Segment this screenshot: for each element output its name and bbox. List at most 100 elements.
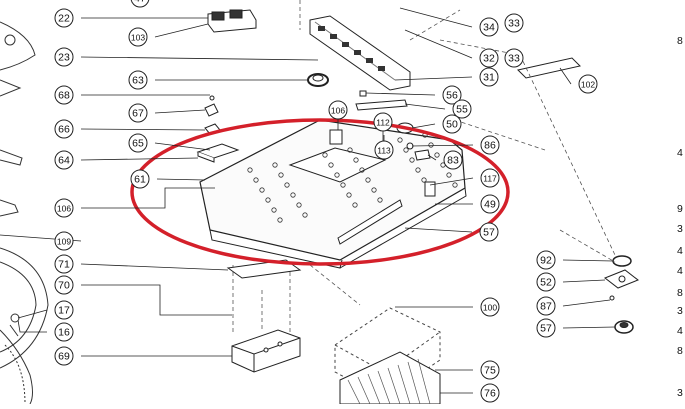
callout-31: 31 — [479, 67, 499, 87]
callout-circle — [442, 114, 462, 134]
callout-label: 103 — [131, 33, 145, 43]
module-69 — [231, 329, 301, 373]
callout-label: 64 — [58, 155, 70, 167]
callout-circle — [452, 99, 472, 119]
callout-label: 47 — [134, 0, 146, 5]
callout-label: 16 — [58, 327, 70, 339]
callout-117: 117 — [480, 168, 500, 188]
callout-label: 106 — [57, 204, 71, 214]
callout-47: 47 — [130, 0, 150, 8]
part-67 — [204, 95, 219, 117]
edge-label: 8 — [677, 35, 683, 47]
callout-32: 32 — [479, 48, 499, 68]
dashed-guides — [232, 0, 616, 340]
edge-label: 8 — [677, 287, 683, 299]
callout-label: 67 — [132, 108, 144, 120]
callout-label: 31 — [483, 72, 495, 84]
callout-circle — [479, 222, 499, 242]
callout-circle — [504, 48, 524, 68]
callout-64: 64 — [54, 150, 74, 170]
callout-circle — [480, 194, 500, 214]
callout-76: 76 — [480, 383, 500, 403]
callout-label: 68 — [58, 90, 70, 102]
callout-103: 103 — [128, 27, 148, 47]
nut-57 — [614, 320, 634, 334]
screw-87 — [609, 295, 615, 301]
callout-circle — [480, 168, 500, 188]
callout-circle — [54, 254, 74, 274]
callout-label: 52 — [540, 277, 552, 289]
callout-circle — [54, 119, 74, 139]
callout-circle — [54, 231, 74, 251]
callout-circle — [442, 85, 462, 105]
callout-label: 75 — [484, 365, 496, 377]
callout-circle — [54, 85, 74, 105]
callout-circle — [128, 27, 148, 47]
edge-label: 3 — [677, 305, 683, 317]
callout-label: 34 — [483, 22, 495, 34]
callout-circle — [504, 13, 524, 33]
callout-circle — [328, 100, 348, 120]
leader-c61 — [156, 178, 206, 181]
callout-label: 102 — [581, 80, 595, 90]
leader-c86 — [411, 144, 474, 147]
callout-label: 33 — [508, 18, 520, 30]
edge-label: 4 — [677, 265, 683, 277]
leader-c34 — [399, 7, 473, 28]
callout-label: 61 — [134, 174, 146, 186]
callout-label: 87 — [540, 301, 552, 313]
callout-113: 113 — [374, 140, 394, 160]
callout-56: 56 — [442, 85, 462, 105]
callout-65: 65 — [128, 133, 148, 153]
callout-circle — [128, 103, 148, 123]
leader-c23 — [80, 56, 319, 61]
leader-c17 — [17, 309, 48, 319]
callout-circle — [54, 275, 74, 295]
leader-c55 — [404, 103, 446, 110]
bar-102 — [517, 57, 581, 79]
callout-83: 83 — [443, 150, 463, 170]
leader-c32 — [404, 29, 473, 59]
callout-label: 83 — [447, 155, 459, 167]
callout-33: 33 — [504, 13, 524, 33]
callout-label: 92 — [540, 255, 552, 267]
edge-label: 4 — [677, 245, 683, 257]
callout-label: 32 — [483, 53, 495, 65]
callout-circle — [479, 67, 499, 87]
callout-circle — [480, 297, 500, 317]
leader-c52 — [562, 279, 606, 283]
callout-69: 69 — [54, 346, 74, 366]
edge-label: 3 — [677, 387, 683, 399]
callout-label: 55 — [456, 104, 468, 116]
callout-circle — [54, 346, 74, 366]
callout-50: 50 — [442, 114, 462, 134]
callout-label: 76 — [484, 388, 496, 400]
callout-label: 17 — [58, 305, 70, 317]
callout-66: 66 — [54, 119, 74, 139]
callout-22: 22 — [54, 8, 74, 28]
callout-circle — [443, 150, 463, 170]
callout-circle — [480, 135, 500, 155]
callouts: 4722103343332332331102636856556710611250… — [54, 0, 598, 403]
callout-106: 106 — [328, 100, 348, 120]
callout-label: 63 — [132, 75, 144, 87]
leader-c70 — [81, 284, 232, 316]
callout-label: 70 — [58, 280, 70, 292]
callout-106: 106 — [54, 198, 74, 218]
callout-circle — [54, 198, 74, 218]
callout-circle — [54, 47, 74, 67]
leader-lines — [0, 7, 616, 394]
leader-c57b — [562, 326, 616, 329]
callout-17: 17 — [54, 300, 74, 320]
callout-label: 23 — [58, 52, 70, 64]
ring-92 — [612, 255, 632, 267]
callout-label: 57 — [483, 227, 495, 239]
callout-circle — [373, 112, 393, 132]
key-strip-31 — [309, 15, 411, 91]
callout-circle — [479, 17, 499, 37]
callout-label: 117 — [483, 174, 497, 184]
callout-circle — [479, 48, 499, 68]
